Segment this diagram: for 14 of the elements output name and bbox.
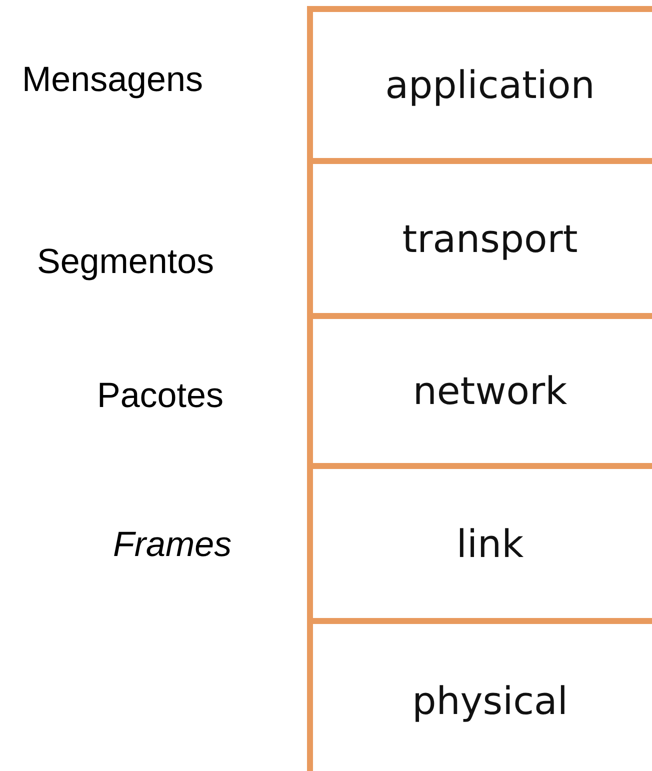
data-unit-label: Segmentos bbox=[37, 242, 214, 282]
data-unit-label: Frames bbox=[113, 525, 232, 565]
protocol-layer-box bbox=[307, 618, 652, 771]
protocol-layer-box bbox=[307, 6, 652, 158]
protocol-layer-box bbox=[307, 313, 652, 463]
layer-name: transport bbox=[402, 216, 578, 260]
layer-name: link bbox=[456, 522, 524, 566]
data-unit-label: Pacotes bbox=[97, 376, 224, 416]
protocol-layer-box bbox=[307, 158, 652, 313]
data-unit-label: Mensagens bbox=[22, 60, 203, 100]
protocol-layer-box bbox=[307, 463, 652, 618]
layer-name: application bbox=[385, 63, 595, 107]
layer-name: network bbox=[412, 369, 568, 413]
layer-name: physical bbox=[412, 679, 568, 723]
